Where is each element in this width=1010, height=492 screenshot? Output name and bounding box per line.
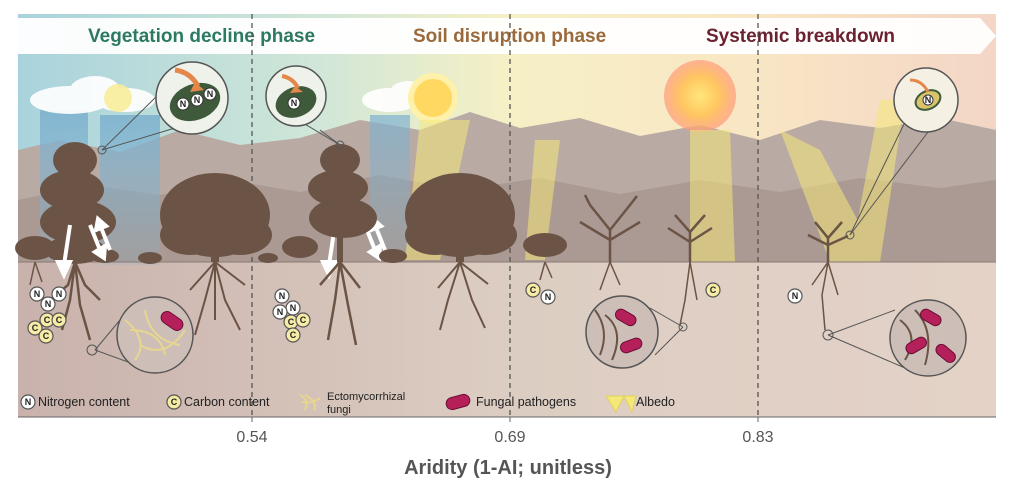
svg-text:C: C (300, 315, 307, 325)
axis-title: Aridity (1-AI; unitless) (404, 457, 612, 479)
svg-text:C: C (171, 397, 178, 407)
leaf-zoom-2: N (265, 65, 345, 150)
carbon-badges-2: C C C (283, 312, 311, 343)
svg-text:N: N (45, 299, 52, 309)
root-zoom-pathogens-3 (822, 299, 967, 377)
dead-tree-2 (667, 214, 713, 326)
leaf-zoom-3: N (845, 67, 959, 240)
sun-large (664, 60, 736, 132)
svg-text:N: N (56, 289, 63, 299)
svg-text:N: N (792, 291, 799, 301)
svg-text:C: C (290, 330, 297, 340)
svg-text:N: N (545, 292, 552, 302)
root-zoom-fungi-1 (86, 296, 194, 374)
shrub-3 (523, 233, 567, 281)
svg-text:N: N (277, 307, 284, 317)
tick-label-3: 0.83 (742, 429, 773, 446)
phase-title-vegetation: Vegetation decline phase (88, 26, 315, 47)
svg-text:N: N (291, 98, 298, 108)
grass-tuft-3 (258, 253, 278, 263)
dead-tree-1 (579, 194, 641, 291)
svg-text:C: C (710, 285, 717, 295)
shrub-1 (15, 236, 55, 286)
legend-ectomycorrhizal-fungi: Ectomycorrhizal fungi (299, 391, 405, 416)
svg-text:N: N (279, 291, 286, 301)
svg-text:N: N (25, 397, 32, 407)
svg-text:Albedo: Albedo (636, 395, 675, 409)
svg-text:C: C (44, 315, 51, 325)
svg-text:C: C (43, 331, 50, 341)
round-tree-2 (405, 173, 517, 331)
tick-label-1: 0.54 (236, 429, 267, 446)
tick-label-2: 0.69 (494, 429, 525, 446)
legend-albedo: Albedo (605, 394, 675, 414)
svg-text:Ectomycorrhizal: Ectomycorrhizal (327, 391, 405, 403)
dead-tree-3 (807, 221, 849, 331)
svg-text:Nitrogen content: Nitrogen content (38, 395, 130, 409)
flux-arrows-1 (54, 215, 112, 280)
tall-tree-2 (308, 144, 377, 346)
legend-carbon: C Carbon content (166, 394, 270, 410)
svg-text:N: N (207, 89, 214, 99)
tall-tree-1 (40, 142, 116, 341)
root-zoom-pathogens-2 (585, 295, 688, 369)
svg-text:N: N (290, 303, 297, 313)
sun-medium (408, 73, 458, 123)
svg-text:N: N (925, 95, 932, 105)
grass-tuft-4 (379, 249, 407, 263)
svg-text:N: N (194, 95, 201, 105)
nitrogen-badges-2: N N N (272, 288, 301, 320)
phase-banner (18, 18, 996, 54)
legend: N Nitrogen content C Carbon content Ecto… (20, 391, 675, 416)
svg-text:C: C (32, 323, 39, 333)
svg-text:fungi: fungi (327, 404, 351, 416)
svg-text:C: C (288, 317, 295, 327)
leaf-zoom-1: N N N (97, 61, 229, 155)
sun-small (104, 84, 132, 112)
svg-text:N: N (180, 99, 187, 109)
grass-tuft-2 (138, 252, 162, 264)
nitrogen-badges-1: N N N (29, 286, 67, 312)
phase-title-breakdown: Systemic breakdown (706, 26, 895, 47)
svg-text:Fungal pathogens: Fungal pathogens (476, 395, 576, 409)
x-axis: 0.54 0.69 0.83 Aridity (1-AI; unitless) (18, 416, 996, 479)
svg-text:C: C (530, 285, 537, 295)
nitrogen-badge-4: N (787, 288, 803, 304)
nutrient-badges-3: C N C (525, 282, 721, 305)
carbon-badges-1: C C C C (27, 312, 67, 344)
svg-text:C: C (56, 315, 63, 325)
svg-text:Carbon content: Carbon content (184, 395, 270, 409)
svg-text:N: N (34, 289, 41, 299)
round-tree-1 (160, 173, 272, 336)
shrub-2 (282, 236, 318, 258)
legend-fungal-pathogens: Fungal pathogens (445, 393, 576, 411)
legend-nitrogen: N Nitrogen content (20, 394, 130, 410)
